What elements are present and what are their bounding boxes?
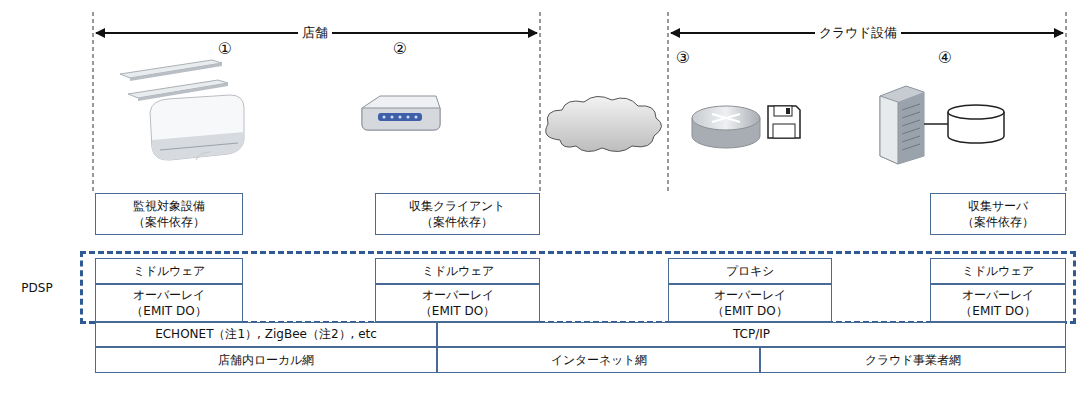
box-label: オーバーレイ （EMIT DO）	[708, 287, 792, 319]
middleware-box: ミドルウェア	[375, 258, 540, 284]
box-label: クラウド事業者網	[865, 352, 961, 368]
box-label: インターネット網	[551, 352, 647, 368]
server-box: 収集サーバ （案件依存）	[930, 193, 1066, 235]
protocol-box: TCP/IP	[437, 322, 1066, 347]
box-label: 収集クライアント （案件依存）	[407, 198, 508, 230]
box-label: ミドルウェア	[422, 263, 494, 279]
box-label: ミドルウェア	[962, 263, 1034, 279]
box-label: 店舗内ローカル網	[218, 352, 314, 368]
box-label: ミドルウェア	[133, 263, 205, 279]
floppy-disk-icon	[768, 106, 800, 138]
region-label: PDSP	[9, 279, 65, 295]
overlay-box: オーバーレイ （EMIT DO）	[930, 284, 1066, 322]
storage-cylinder-icon	[924, 105, 1004, 143]
box-label: 監視対象設備 （案件依存）	[129, 198, 208, 230]
callout-number: ③	[675, 48, 691, 67]
area-label: クラウド設備	[815, 24, 901, 42]
box-label: プロキシ	[726, 263, 774, 279]
callout-number: ④	[937, 48, 953, 67]
air-conditioner-icon	[150, 95, 244, 160]
network-box: インターネット網	[437, 347, 760, 373]
box-label: オーバーレイ （EMIT DO）	[416, 287, 500, 319]
internet-cloud-icon	[546, 96, 662, 151]
gateway-device-icon	[362, 96, 440, 130]
server-icon	[880, 86, 924, 164]
overlay-box: オーバーレイ （EMIT DO）	[375, 284, 540, 322]
client-box: 収集クライアント （案件依存）	[375, 193, 540, 235]
overlay-box: オーバーレイ （EMIT DO）	[95, 284, 243, 322]
callout-number: ①	[217, 39, 233, 58]
area-label: 店舗	[298, 24, 332, 42]
middleware-box: ミドルウェア	[930, 258, 1066, 284]
box-label: オーバーレイ （EMIT DO）	[956, 287, 1040, 319]
network-box: クラウド事業者網	[760, 347, 1066, 373]
callout-number: ②	[392, 39, 408, 58]
box-label: オーバーレイ （EMIT DO）	[127, 287, 211, 319]
box-label: TCP/IP	[733, 326, 770, 342]
boundary-lines	[93, 12, 1066, 193]
box-label: 収集サーバ （案件依存）	[961, 198, 1035, 230]
protocol-box: ECHONET（注1）, ZigBee（注2）, etc	[95, 322, 437, 347]
middleware-box: ミドルウェア	[95, 258, 243, 284]
overlay-box: オーバーレイ （EMIT DO）	[668, 284, 832, 322]
router-icon	[692, 106, 760, 148]
box-label: ECHONET（注1）, ZigBee（注2）, etc	[155, 326, 377, 342]
platform-region: PDSPミドルウェアミドルウェアプロキシミドルウェアオーバーレイ （EMIT D…	[80, 251, 1076, 324]
span-arrows	[96, 32, 1063, 34]
network-box: 店舗内ローカル網	[95, 347, 437, 373]
proxy-box: プロキシ	[668, 258, 832, 284]
ceiling-light-icon	[120, 60, 228, 101]
equipment-box: 監視対象設備 （案件依存）	[95, 193, 243, 235]
